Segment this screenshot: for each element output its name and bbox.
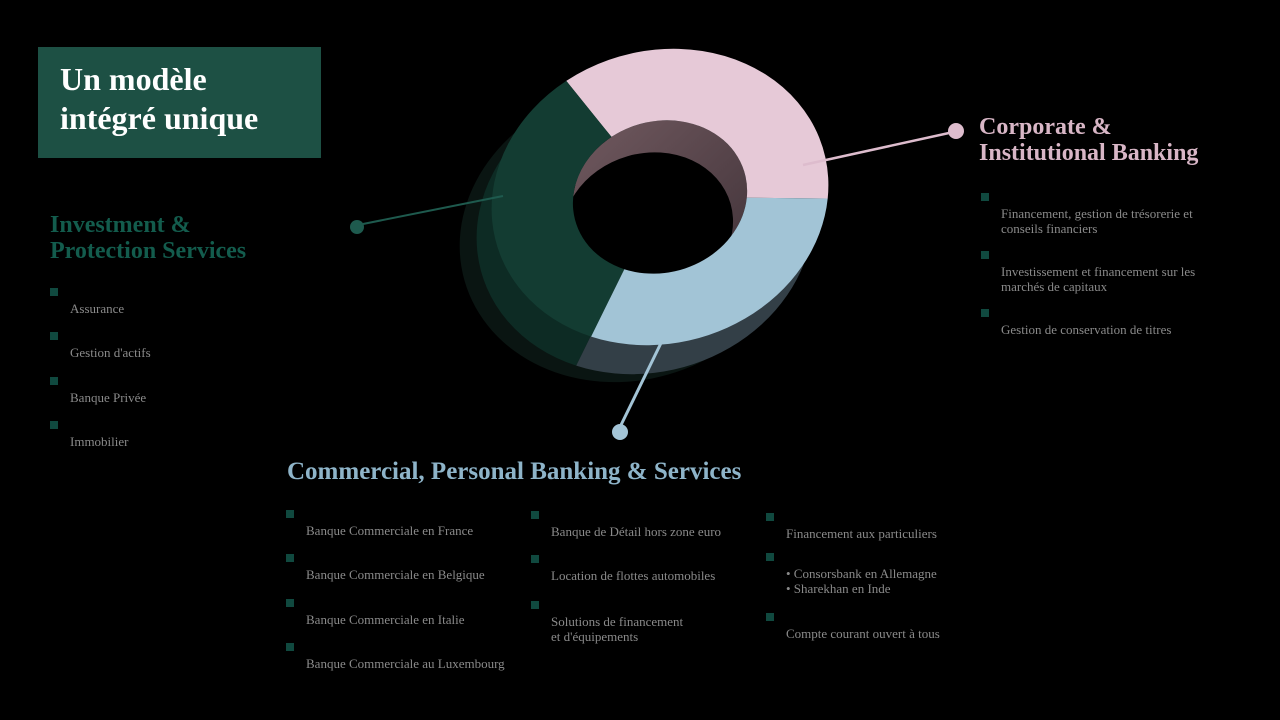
bullet-square-icon xyxy=(286,643,294,651)
bullet-square-icon xyxy=(531,511,539,519)
bullet-square-icon xyxy=(981,309,989,317)
donut-segment-investment xyxy=(491,80,625,337)
connector-line-investment xyxy=(362,195,504,225)
heading-line: Investment & xyxy=(50,212,191,238)
bullet-square-icon xyxy=(50,377,58,385)
list-item-label: Financement, gestion de trésorerie et co… xyxy=(1001,206,1193,236)
donut-segment-commercial xyxy=(591,197,828,346)
list-item-label: Gestion d'actifs xyxy=(70,345,151,360)
list-item-label: Banque Commerciale en Italie xyxy=(306,612,465,627)
bullet-square-icon xyxy=(766,513,774,521)
title-line-2: intégré unique xyxy=(60,100,259,136)
bullet-square-icon xyxy=(766,613,774,621)
connector-dot-commercial xyxy=(612,424,628,440)
list-item-label: Gestion de conservation de titres xyxy=(1001,322,1172,337)
connector-dot-investment xyxy=(350,220,364,234)
list-item-label: Banque Commerciale en France xyxy=(306,523,474,538)
commercial-section-heading: Commercial, Personal Banking & Services xyxy=(287,459,741,485)
heading-line: Corporate & xyxy=(979,114,1112,140)
bullet-square-icon xyxy=(286,599,294,607)
bullet-square-icon xyxy=(286,510,294,518)
list-item-label: Immobilier xyxy=(70,434,129,449)
bullet-square-icon xyxy=(531,601,539,609)
bullet-square-icon xyxy=(50,332,58,340)
bullet-square-icon xyxy=(286,554,294,562)
list-item-label: Banque Privée xyxy=(70,390,147,405)
list-item-label: Compte courant ouvert à tous xyxy=(786,626,940,641)
list-item-label: Banque Commerciale au Luxembourg xyxy=(306,656,505,671)
corporate-section-heading: Corporate & Institutional Banking xyxy=(979,114,1198,166)
list-item-label: • Consorsbank en Allemagne • Sharekhan e… xyxy=(786,566,937,596)
donut-segment-corporate xyxy=(566,48,829,199)
heading-line: Commercial, Personal Banking & Services xyxy=(287,458,742,485)
bullet-square-icon xyxy=(766,553,774,561)
list-item-label: Financement aux particuliers xyxy=(786,526,937,541)
list-item-label: Assurance xyxy=(70,301,125,316)
investment-section-heading: Investment & Protection Services xyxy=(50,212,246,264)
list-item-label: Location de flottes automobiles xyxy=(551,568,716,583)
bullet-square-icon xyxy=(50,421,58,429)
bullet-square-icon xyxy=(981,193,989,201)
heading-line: Institutional Banking xyxy=(979,140,1199,166)
bullet-square-icon xyxy=(531,555,539,563)
list-item-label: Solutions de financement et d'équipement… xyxy=(551,614,684,644)
connector-line-commercial xyxy=(619,340,664,426)
heading-line: Protection Services xyxy=(50,238,247,264)
bullet-square-icon xyxy=(50,288,58,296)
connector-line-corporate xyxy=(802,131,950,167)
list-item-label: Banque Commerciale en Belgique xyxy=(306,567,485,582)
connector-dot-corporate xyxy=(948,123,964,139)
title-box: Un modèle intégré unique xyxy=(38,47,321,158)
bullet-square-icon xyxy=(981,251,989,259)
list-item-label: Banque de Détail hors zone euro xyxy=(551,524,722,539)
list-item-label: Investissement et financement sur les ma… xyxy=(1001,264,1196,294)
title-line-1: Un modèle xyxy=(60,61,207,97)
